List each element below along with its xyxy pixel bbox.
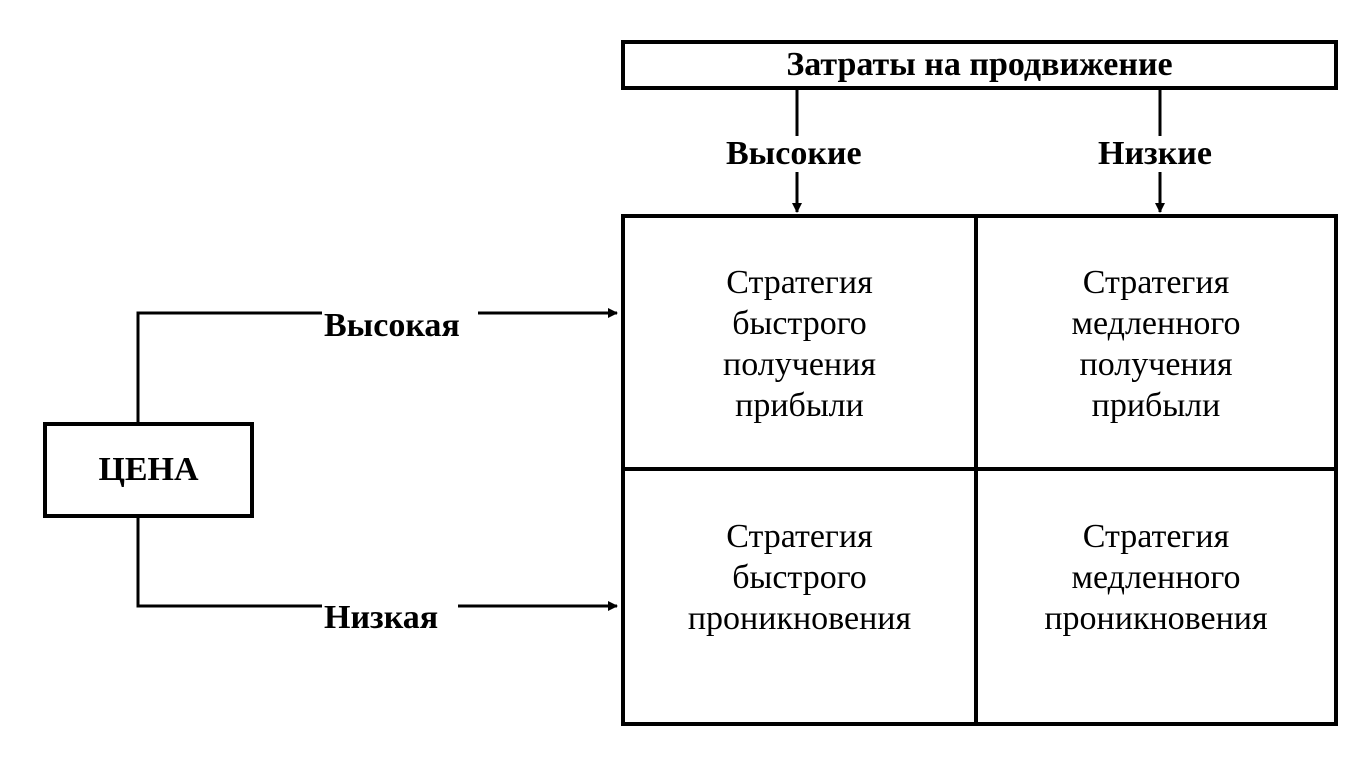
column-label-low: Низкие (1098, 135, 1212, 172)
cell-rapid-penetration: Стратегия быстрого проникновения (625, 516, 974, 722)
cell-line: получения (723, 346, 876, 383)
cell-line: Стратегия (726, 518, 873, 555)
row-label-high: Высокая (324, 307, 460, 344)
cell-line: проникновения (1044, 600, 1268, 637)
cell-rapid-skimming: Стратегия быстрого получения прибыли (625, 262, 974, 467)
row-label-low: Низкая (324, 599, 439, 636)
promotion-costs-title: Затраты на продвижение (786, 46, 1173, 83)
cell-line: прибыли (1091, 387, 1221, 424)
cell-line: медленного (1071, 305, 1241, 342)
cell-line: быстрого (732, 559, 867, 596)
cell-line: медленного (1071, 559, 1241, 596)
cell-line: Стратегия (726, 264, 873, 301)
price-line-high (136, 311, 322, 422)
cell-slow-penetration: Стратегия медленного проникновения (978, 516, 1334, 722)
promotion-costs-header: Затраты на продвижение (621, 40, 1338, 90)
price-line-low (136, 518, 322, 608)
cell-line: получения (1079, 346, 1233, 383)
price-box: ЦЕНА (43, 422, 254, 518)
cell-line: Стратегия (1082, 518, 1230, 555)
cell-line: быстрого (732, 305, 867, 342)
cell-slow-skimming: Стратегия медленного получения прибыли (978, 262, 1334, 467)
cell-line: прибыли (735, 387, 864, 424)
cell-line: проникновения (687, 600, 912, 637)
cell-line: Стратегия (1082, 264, 1230, 301)
price-label: ЦЕНА (98, 451, 199, 488)
column-label-high: Высокие (726, 135, 862, 172)
